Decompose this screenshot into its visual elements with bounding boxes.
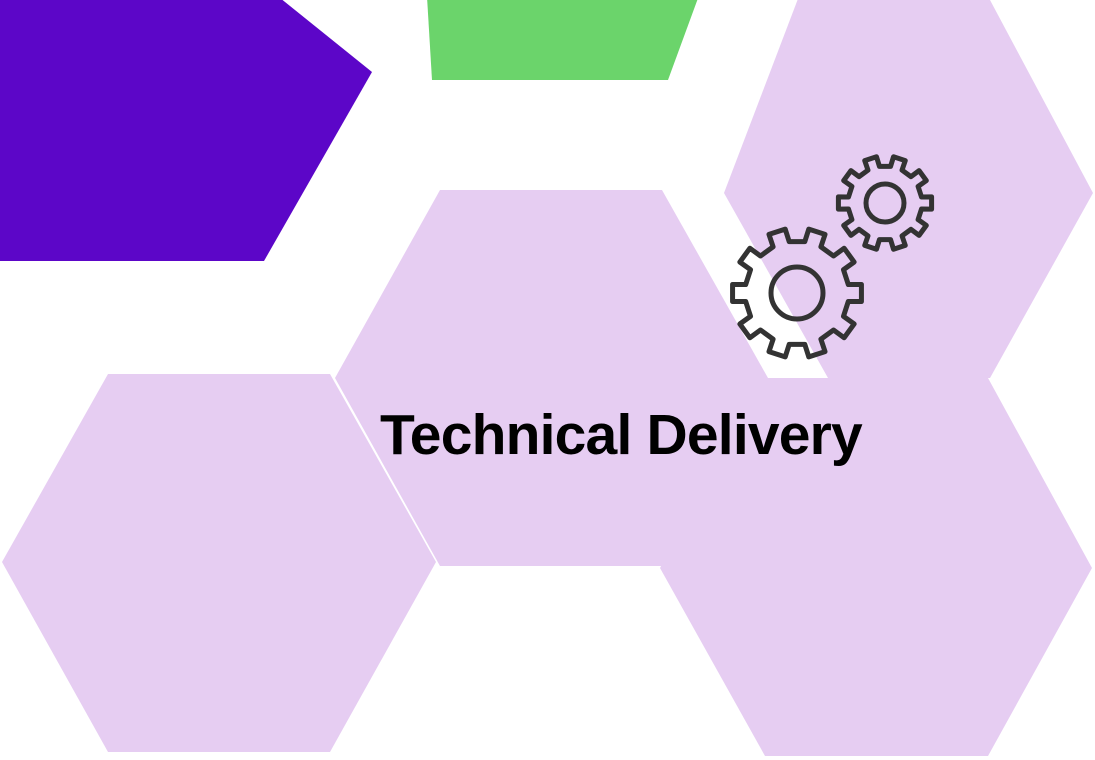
small-gear-icon-hub: [863, 181, 907, 225]
hexagon-lavender-bottom-left: [2, 374, 436, 752]
hexagon-green-top: [427, 0, 698, 80]
small-gear-icon: [835, 154, 935, 252]
page-title: Technical Delivery: [380, 403, 863, 467]
hexagon-lavender-bottom-right: [660, 378, 1092, 756]
large-gear-icon-hub: [768, 264, 826, 322]
large-gear-icon-body: [730, 226, 864, 360]
hexagon-lavender-right: [724, 0, 1093, 378]
gears-icon: [730, 154, 935, 360]
large-gear-icon: [730, 226, 864, 360]
hexagon-lavender-center: [335, 190, 768, 566]
small-gear-icon-body: [835, 154, 935, 252]
hexagon-deep-purple-top-left: [0, 0, 372, 261]
